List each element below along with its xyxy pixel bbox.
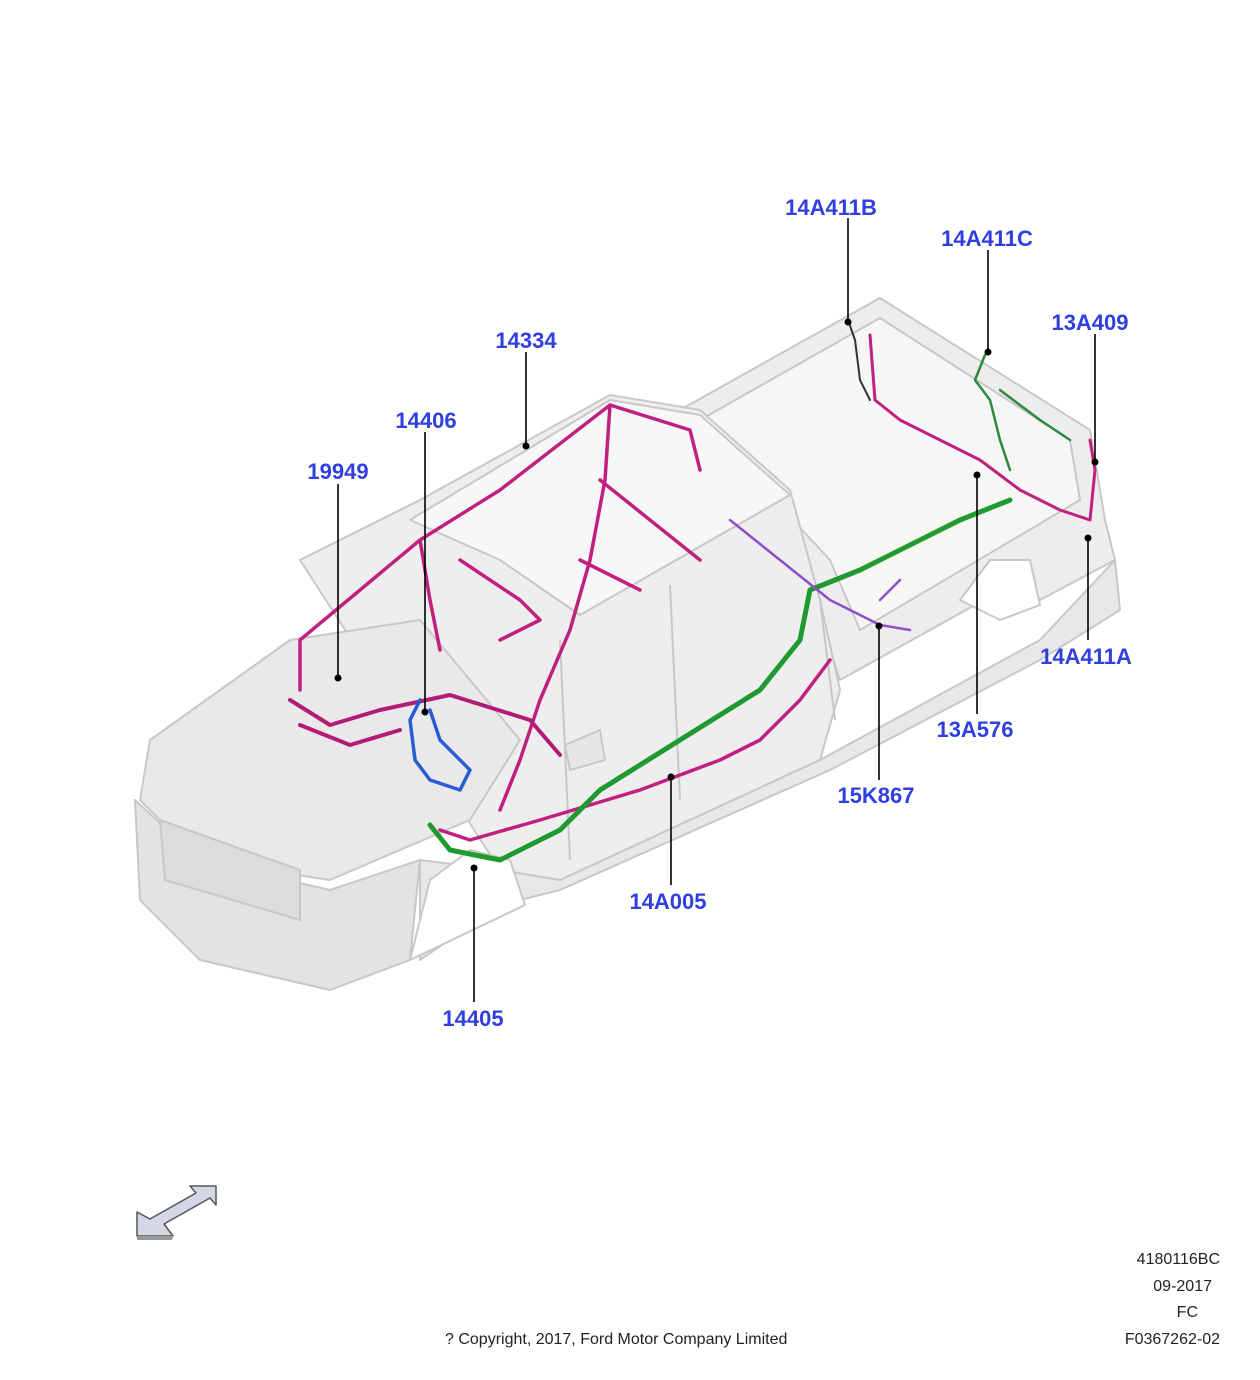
side-mirror bbox=[564, 729, 606, 771]
leader-dot bbox=[667, 773, 675, 781]
truck-illustration bbox=[134, 297, 1121, 991]
callout-13A409[interactable]: 13A409 bbox=[1051, 310, 1129, 466]
leader-dot bbox=[470, 864, 478, 872]
figure-id: F0367262-02 bbox=[1124, 1331, 1220, 1348]
callout-14A411B[interactable]: 14A411B bbox=[785, 195, 877, 326]
callout-label: 14405 bbox=[442, 1006, 503, 1031]
leader-dot bbox=[875, 622, 883, 630]
callout-14334[interactable]: 14334 bbox=[495, 328, 557, 450]
harness-14A005 bbox=[438, 658, 832, 842]
callout-label: 19949 bbox=[307, 459, 368, 484]
leader-dot bbox=[984, 348, 992, 356]
leader-dot bbox=[421, 708, 429, 716]
callout-label: 14A005 bbox=[629, 889, 706, 914]
copyright-notice: ? Copyright, 2017, Ford Motor Company Li… bbox=[445, 1331, 788, 1348]
callout-label: 15K867 bbox=[837, 783, 914, 808]
harness-19949 bbox=[288, 693, 562, 757]
harness-14405 bbox=[427, 497, 1013, 863]
callouts: 14A411B 14A411C 13A409 14334 14406 bbox=[307, 195, 1132, 1031]
callout-label: 14406 bbox=[395, 408, 456, 433]
callout-label: 14A411A bbox=[1040, 644, 1132, 669]
leader-dot bbox=[334, 674, 342, 682]
callout-label: 13A576 bbox=[936, 717, 1013, 742]
leader-dot bbox=[1091, 458, 1099, 466]
callout-14A411A[interactable]: 14A411A bbox=[1040, 534, 1132, 670]
callout-label: 14A411B bbox=[785, 195, 877, 220]
publication-date: 09-2017 bbox=[1153, 1278, 1212, 1295]
callout-14A005[interactable]: 14A005 bbox=[629, 773, 707, 915]
grille bbox=[159, 819, 301, 921]
callout-label: 14334 bbox=[495, 328, 557, 353]
catalog-number: 4180116BC bbox=[1136, 1251, 1220, 1268]
leader-dot bbox=[522, 442, 530, 450]
harness-14406 bbox=[408, 698, 472, 792]
harness-14334 bbox=[298, 403, 702, 812]
leader-dot bbox=[1084, 534, 1092, 542]
harness-15K867 bbox=[728, 518, 912, 632]
market-code: FC bbox=[1176, 1304, 1198, 1321]
front-direction-arrow-icon bbox=[136, 1185, 217, 1240]
harness-14A411 bbox=[868, 333, 1097, 522]
leader-dot bbox=[973, 471, 981, 479]
harness-14A411C bbox=[973, 353, 1072, 472]
callout-label: 14A411C bbox=[941, 226, 1033, 251]
leader-dot bbox=[844, 318, 852, 326]
harness-14A411B bbox=[847, 319, 871, 401]
callout-label: 13A409 bbox=[1051, 310, 1128, 335]
callout-14405[interactable]: 14405 bbox=[442, 864, 504, 1032]
rear-wheel-arch bbox=[959, 559, 1041, 621]
wiring-harnesses bbox=[288, 319, 1097, 863]
front-wheel-arch bbox=[409, 849, 526, 961]
callout-15K867[interactable]: 15K867 bbox=[837, 622, 915, 809]
callout-13A576[interactable]: 13A576 bbox=[936, 471, 1014, 743]
callout-14A411C[interactable]: 14A411C bbox=[941, 226, 1033, 356]
callout-19949[interactable]: 19949 bbox=[307, 459, 369, 682]
callout-14406[interactable]: 14406 bbox=[395, 408, 457, 716]
bed-floor bbox=[699, 317, 1081, 631]
